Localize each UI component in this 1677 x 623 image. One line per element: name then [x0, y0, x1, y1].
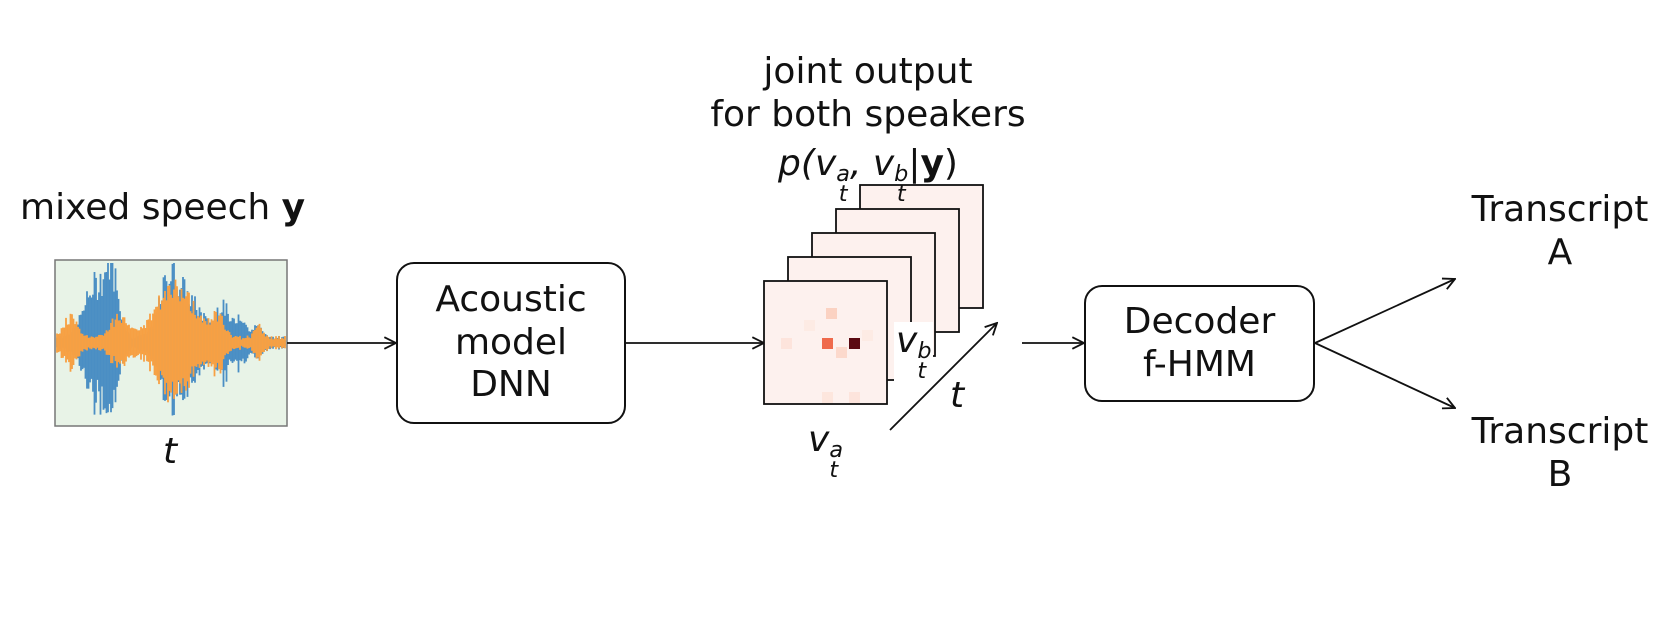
heatmap-cell: [822, 338, 833, 349]
frame-y-label-v: v: [896, 320, 918, 361]
transcript-b-line-1: Transcript: [1471, 411, 1649, 452]
decoder-box: Decoder f-HMM: [1084, 285, 1315, 402]
heatmap-cell: [849, 338, 860, 349]
joint-output-title-line-2: for both speakers: [710, 94, 1026, 136]
transcript-b: Transcript B: [1460, 410, 1660, 496]
frame-y-label-sup: b: [917, 338, 932, 364]
formula-vb: v: [872, 143, 895, 184]
acoustic-model-line-1: Acoustic: [435, 279, 587, 321]
decoder-text: Decoder f-HMM: [1124, 301, 1276, 386]
formula-va: v: [814, 143, 837, 184]
input-label: mixed speech y: [20, 186, 305, 229]
transcript-b-line-2: B: [1547, 454, 1573, 496]
formula-va-sub: t: [838, 181, 848, 208]
formula-y: y: [920, 143, 944, 184]
joint-output-title-line-1: joint output: [763, 51, 973, 92]
transcript-a: Transcript A: [1460, 188, 1660, 274]
joint-output-title: joint output for both speakers: [688, 50, 1048, 136]
arrow-decoder-to-transcript-a: [1314, 279, 1455, 344]
waveform-axis-label: t: [163, 431, 178, 472]
joint-output-frame-stack: [763, 184, 984, 405]
frame-x-label-sup: a: [829, 437, 843, 463]
heatmap-cell: [781, 338, 792, 349]
formula-p: p(: [778, 143, 815, 184]
arrow-decoder-to-transcript-b: [1314, 342, 1455, 408]
transcript-a-line-1: Transcript: [1471, 189, 1649, 230]
formula-va-sup: a: [836, 161, 850, 187]
acoustic-model-text: Acoustic model DNN: [435, 279, 586, 406]
time-depth-label: t: [950, 375, 965, 416]
time-depth-axis-arrow: [889, 323, 997, 431]
input-label-var: y: [281, 187, 306, 228]
decoder-line-1: Decoder: [1123, 301, 1276, 343]
speaker-b-waveform: [56, 279, 286, 403]
heatmap-cell: [826, 308, 837, 319]
frame-x-label-v: v: [808, 419, 830, 460]
heatmap-cell: [862, 330, 873, 341]
transcript-a-line-2: A: [1547, 232, 1573, 274]
formula-comma: ,: [849, 143, 873, 184]
heatmap-cell: [822, 392, 833, 403]
heatmap-cell: [804, 320, 815, 331]
formula-close: ): [943, 143, 958, 184]
waveform-panel: [54, 259, 288, 427]
formula-bar: |: [908, 143, 921, 184]
acoustic-model-line-2: model: [454, 321, 568, 363]
acoustic-model-line-3: DNN: [470, 364, 552, 406]
heatmap-cell: [836, 347, 847, 358]
frame-y-label-sub: t: [917, 358, 927, 385]
input-label-text: mixed speech: [20, 187, 282, 228]
decoder-line-2: f-HMM: [1143, 343, 1256, 385]
formula-vb-sub: t: [896, 181, 906, 208]
formula-vb-sup: b: [894, 161, 909, 187]
heatmap-cell: [849, 392, 860, 403]
frame-x-label-sub: t: [829, 457, 839, 484]
acoustic-model-box: Acoustic model DNN: [396, 262, 626, 424]
